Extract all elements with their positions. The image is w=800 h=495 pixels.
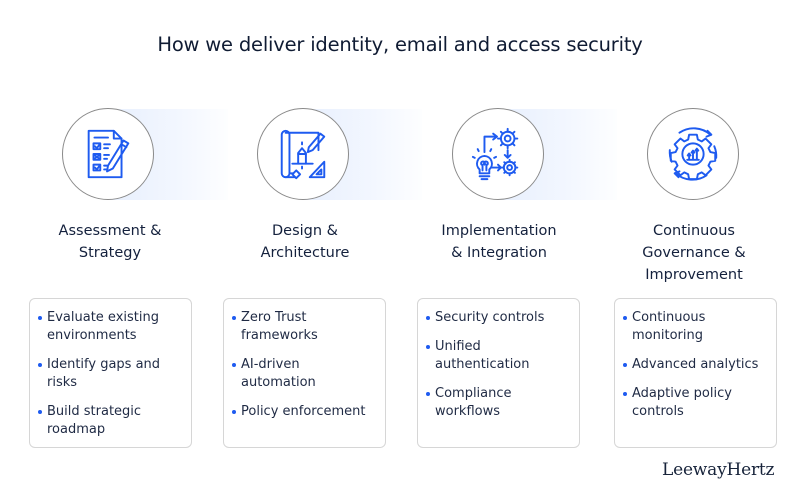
page-title: How we deliver identity, email and acces… xyxy=(157,33,643,56)
idea-gears-icon xyxy=(471,127,519,181)
bullet-icon xyxy=(623,392,627,396)
list-item: Advanced analytics xyxy=(623,356,768,374)
brand-logo: LeewayHertz xyxy=(662,460,775,480)
gear-growth-cycle-icon xyxy=(668,127,718,181)
bullet-icon xyxy=(623,363,627,367)
step-3-card: Security controls Unified authentication… xyxy=(417,298,580,448)
bullet-icon xyxy=(232,410,236,414)
step-4-card: Continuous monitoring Advanced analytics… xyxy=(614,298,777,448)
list-item: Evaluate existing environments xyxy=(38,309,183,345)
list-item: AI-driven automation xyxy=(232,356,377,392)
checklist-icon xyxy=(87,129,130,179)
bullet-icon xyxy=(38,316,42,320)
list-item: Security controls xyxy=(426,309,571,327)
list-item: Identify gaps and risks xyxy=(38,356,183,392)
step-1-card: Evaluate existing environments Identify … xyxy=(29,298,192,448)
bullet-icon xyxy=(426,392,430,396)
step-4-heading: Continuous Governance & Improvement xyxy=(642,223,746,283)
bullet-icon xyxy=(232,316,236,320)
step-3-icon-circle xyxy=(452,108,544,200)
step-4-icon-circle xyxy=(647,108,739,200)
bullet-icon xyxy=(38,363,42,367)
list-item: Unified authentication xyxy=(426,338,571,374)
step-1-icon-circle xyxy=(62,108,154,200)
list-item: Zero Trust frameworks xyxy=(232,309,377,345)
bullet-icon xyxy=(38,410,42,414)
step-2-heading: Design & Architecture xyxy=(260,223,350,261)
list-item: Compliance workflows xyxy=(426,385,571,421)
bullet-icon xyxy=(426,316,430,320)
step-3-heading: Implementation & Integration xyxy=(441,223,557,261)
list-item: Adaptive policy controls xyxy=(623,385,768,421)
bullet-icon xyxy=(623,316,627,320)
list-item: Continuous monitoring xyxy=(623,309,768,345)
list-item: Build strategic roadmap xyxy=(38,403,183,439)
list-item: Policy enforcement xyxy=(232,403,377,421)
step-2-icon-circle xyxy=(257,108,349,200)
bullet-icon xyxy=(426,345,430,349)
bullet-icon xyxy=(232,363,236,367)
blueprint-icon xyxy=(280,129,326,180)
step-1-heading: Assessment & Strategy xyxy=(58,223,162,261)
step-2-card: Zero Trust frameworks AI-driven automati… xyxy=(223,298,386,448)
